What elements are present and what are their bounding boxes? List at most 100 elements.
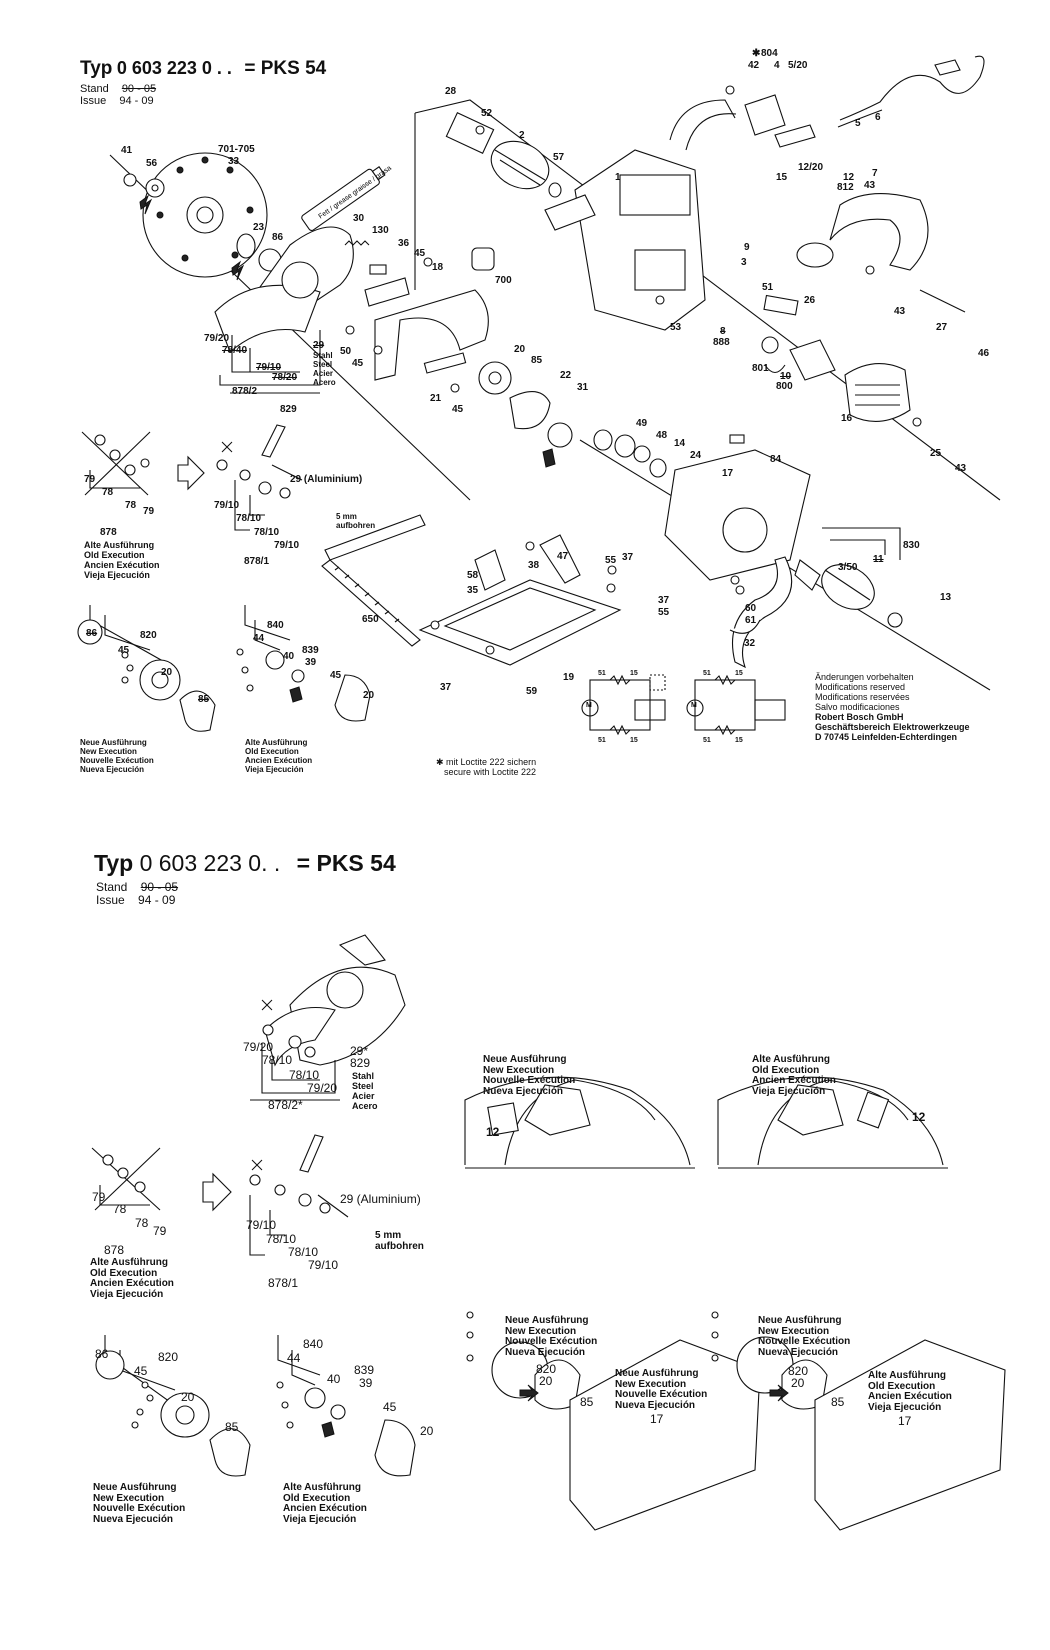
imprint: Änderungen vorbehalten Modifications res… [815, 672, 970, 742]
part-51: 51 [762, 282, 774, 293]
ho2-fr: Ancien Exécution [868, 1391, 952, 1402]
s2-part-79-20b: 79/20 [307, 1081, 338, 1095]
part-830: 830 [903, 540, 920, 551]
part-24: 24 [690, 450, 702, 461]
s2-part-29: 29* [350, 1044, 369, 1058]
wire-15b: 15 [630, 737, 638, 744]
sw-new-es: Nueva Ejecución [483, 1085, 564, 1097]
part-17: 17 [722, 468, 734, 479]
part-18: 18 [432, 262, 444, 273]
part-650: 650 [362, 614, 379, 625]
wire-15c: 15 [735, 670, 743, 677]
part-31: 31 [577, 382, 589, 393]
part-25: 25 [930, 448, 942, 459]
s2-brush-20b: 20 [420, 1424, 434, 1438]
loctite-en: secure with Loctite 222 [444, 767, 537, 777]
housing-old-17: 17 [898, 1414, 912, 1428]
housing-view-old [711, 1311, 1006, 1531]
sheet2-title-typ: Typ [94, 850, 134, 876]
part-878-2: 878/2 [232, 386, 258, 397]
housing-new-85: 85 [580, 1395, 594, 1409]
part-79-10: 79/10 [256, 362, 282, 373]
part-45: 45 [414, 248, 426, 259]
part-7: 7 [872, 168, 878, 179]
s2-old-79b: 79 [153, 1224, 167, 1238]
sw-new-fr: Nouvelle Exécution [483, 1075, 576, 1086]
housing-old-820: 820 [788, 1364, 809, 1378]
s2-material-es: Acero [352, 1101, 378, 1111]
sheet2-title-number: 0 603 223 0. . [139, 850, 281, 876]
hn2-es: Nueva Ejecución [615, 1399, 696, 1411]
drill-size: 5 mm [336, 512, 357, 521]
part-45b: 45 [352, 358, 364, 369]
old-guard-detail [81, 431, 151, 496]
part-16: 16 [841, 413, 853, 424]
hn2-fr: Nouvelle Exécution [615, 1389, 708, 1400]
s2-drill-size: 5 mm [375, 1230, 402, 1241]
part-35: 35 [467, 585, 479, 596]
part-19: 19 [563, 672, 575, 683]
s2-brush-840: 840 [303, 1337, 324, 1351]
brush-40: 40 [283, 651, 295, 662]
sheet2-title-model: = PKS 54 [296, 850, 396, 876]
housing-new-20: 20 [539, 1374, 553, 1388]
part-5: 5 [855, 118, 861, 129]
loctite-de: ✱ mit Loctite 222 sichern [436, 757, 537, 767]
part-22: 22 [560, 370, 572, 381]
wiring-diagram-1 [581, 674, 666, 736]
part-29: 29 [313, 340, 325, 351]
lower-guard [374, 289, 489, 381]
hn1-de: Neue Ausführung [505, 1315, 589, 1326]
wire-15d: 15 [735, 737, 743, 744]
drill-action: aufbohren [336, 521, 376, 530]
old-exec-de: Alte Ausführung [84, 540, 155, 550]
old-exec-es: Vieja Ejecución [84, 570, 150, 580]
part-59: 59 [526, 686, 538, 697]
sheet1-stand: Stand 90 - 05 Issue 94 - 09 [80, 83, 156, 107]
sheet2-issue-label: Issue [96, 893, 125, 907]
ho2-en: Old Execution [868, 1380, 936, 1392]
part-55: 55 [605, 555, 617, 566]
s2-old-78b: 78 [135, 1216, 149, 1230]
old-exec2-en: Old Execution [245, 747, 299, 756]
brush-holder-new-1 [77, 605, 216, 732]
s2-old-exec2-fr: Ancien Exécution [283, 1503, 367, 1514]
s2-old-exec-de: Alte Ausführung [90, 1257, 168, 1268]
s2-old-exec2-de: Alte Ausführung [283, 1482, 361, 1493]
part-5-20: 5/20 [788, 60, 808, 71]
new-79-10: 79/10 [214, 500, 240, 511]
s2-brush-820: 820 [158, 1350, 179, 1364]
sw-old-fr: Ancien Exécution [752, 1075, 836, 1086]
new-79-10b: 79/10 [274, 540, 300, 551]
part-11: 11 [873, 554, 884, 565]
part-45c: 45 [452, 404, 464, 415]
part-43b: 43 [894, 306, 906, 317]
brush-39: 39 [305, 657, 317, 668]
material-es: Acero [313, 378, 336, 387]
brush-839: 839 [302, 645, 319, 656]
part-829: 829 [280, 404, 297, 415]
part-3-50: 3/50 [838, 562, 858, 573]
part-61: 61 [745, 615, 757, 626]
sheet2-old-guard-detail [91, 1147, 161, 1211]
s2-part-78-10: 78/10 [262, 1053, 293, 1067]
s2-new-78-10b: 78/10 [288, 1245, 319, 1259]
s2-old-exec-es: Vieja Ejecución [90, 1288, 164, 1300]
imprint-address: D 70745 Leinfelden-Echterdingen [815, 732, 958, 742]
part-37c: 37 [440, 682, 452, 693]
brush-840: 840 [267, 620, 284, 631]
old-79b: 79 [143, 506, 155, 517]
part-47: 47 [557, 551, 569, 562]
part-130: 130 [372, 225, 389, 236]
part-46: 46 [978, 348, 990, 359]
